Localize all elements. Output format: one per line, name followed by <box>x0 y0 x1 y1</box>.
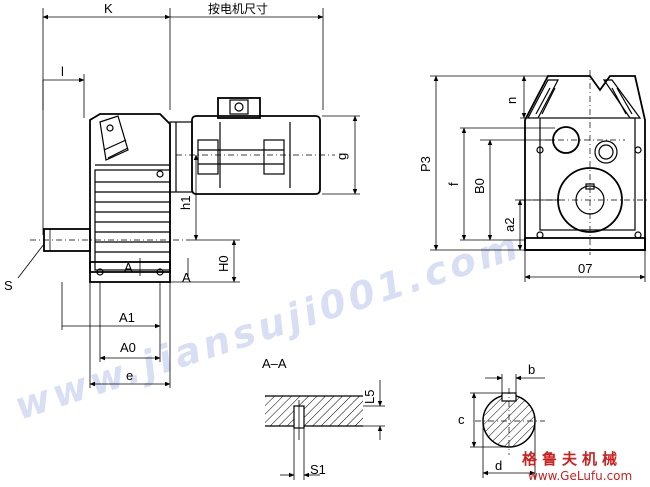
dim-a2-label: a2 <box>502 218 517 232</box>
dim-B0-label: B0 <box>472 178 487 194</box>
dim-l-label: l <box>61 64 64 79</box>
reducer-front-view <box>430 70 650 282</box>
dim-e-label: e <box>126 368 133 383</box>
dim-b-label: b <box>528 362 535 377</box>
dim-f-label: f <box>446 182 461 186</box>
section-A-left-label: A <box>124 260 133 275</box>
cooling-fins <box>95 181 170 253</box>
brand-chinese-name: 格鲁夫机械 <box>522 450 622 468</box>
section-A-A-view <box>265 380 385 480</box>
reducer-side-view <box>17 8 360 388</box>
dim-H0-label: H0 <box>216 255 231 272</box>
dim-A0-label: A0 <box>120 340 136 355</box>
dim-motor-size-label: 按电机尺寸 <box>208 2 268 16</box>
dim-K-label: K <box>104 1 113 16</box>
dim-h1-label: h1 <box>178 196 193 210</box>
dim-g-label: g <box>334 153 349 160</box>
shaft-key-section <box>470 374 545 478</box>
dim-P3-label: P3 <box>418 156 433 172</box>
section-title-A-A: A–A <box>262 356 287 371</box>
dim-07-label: 07 <box>578 261 592 276</box>
dim-S1-label: S1 <box>310 462 326 477</box>
dim-d-label: d <box>495 458 502 473</box>
dim-n-label: n <box>504 97 519 104</box>
section-A-right-label: A <box>182 270 191 285</box>
dim-A1-label: A1 <box>119 310 135 325</box>
dim-c-label: c <box>458 412 465 427</box>
dim-L5-label: L5 <box>362 390 377 404</box>
dim-S-label: S <box>4 278 13 293</box>
brand-url: www.GeLufu.com <box>528 469 632 483</box>
